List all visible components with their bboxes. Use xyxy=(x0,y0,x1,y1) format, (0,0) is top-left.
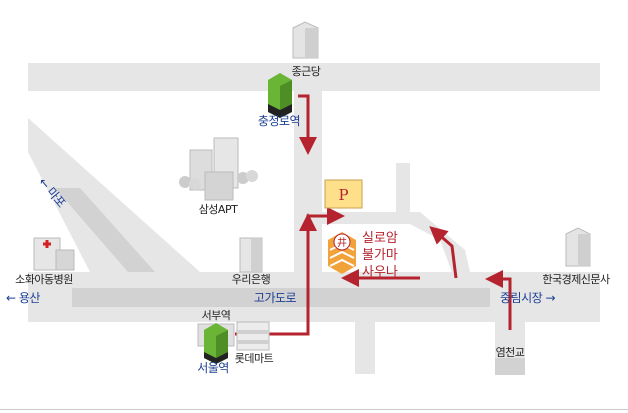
building-jongkundang-icon xyxy=(292,21,319,59)
label-sauna-line1: 실로암 xyxy=(362,231,398,246)
roads xyxy=(28,63,600,375)
label-lotte-mart: 롯데마트 xyxy=(235,352,274,365)
parking-sign: P xyxy=(324,179,363,209)
route-arrows xyxy=(235,94,512,336)
building-seoul-station-icon xyxy=(197,323,235,364)
small-road xyxy=(396,163,410,215)
route-arrow-from-chungjeongno xyxy=(298,94,317,155)
route-arrow-to-parking xyxy=(306,207,345,225)
building-woori-bank-icon xyxy=(239,237,263,273)
label-seobu-station: 서부역 xyxy=(202,309,231,322)
top-road xyxy=(28,63,600,91)
diagonal-road-inner xyxy=(55,188,155,272)
parking-label: P xyxy=(338,186,348,204)
sauna-logo-icon: 井 xyxy=(328,232,356,274)
overpass-road xyxy=(72,288,490,307)
route-arrow-from-seobu xyxy=(235,213,317,336)
building-samsung-apt-icon xyxy=(179,137,258,201)
yeomcheongyo-road-end xyxy=(495,358,525,375)
direction-jungnim-market: 중림시장 → xyxy=(500,291,555,305)
label-woori-bank: 우리은행 xyxy=(232,273,270,286)
label-samsung-apt: 삼성APT xyxy=(199,203,238,216)
bottom-divider xyxy=(0,409,628,410)
direction-yongsan: ← 용산 xyxy=(6,291,40,305)
bottom-road xyxy=(355,322,375,374)
route-arrow-from-jungnim xyxy=(485,270,512,330)
label-hankyung: 한국경제신문사 xyxy=(542,273,610,286)
label-jongkundang: 종근당 xyxy=(292,65,321,78)
hospital-icon xyxy=(33,237,75,271)
label-sauna-line3: 사우나 xyxy=(362,265,398,280)
label-chungjeongno-station: 충정로역 xyxy=(258,114,300,128)
subway-chungjeongno-icon xyxy=(268,73,292,118)
label-hospital: 소화아동병원 xyxy=(15,273,73,286)
label-yeomcheongyo: 염천교 xyxy=(496,345,525,359)
building-hankyung-icon xyxy=(565,227,591,267)
building-lotte-mart-icon xyxy=(236,321,270,351)
svg-text:井: 井 xyxy=(337,236,347,249)
route-arrow-branch xyxy=(429,226,458,279)
direction-overpass: 고가도로 xyxy=(254,291,297,305)
label-seoul-station: 서울역 xyxy=(197,361,229,375)
diagonal-road xyxy=(28,118,200,272)
label-sauna-line2: 불가마 xyxy=(362,248,398,263)
